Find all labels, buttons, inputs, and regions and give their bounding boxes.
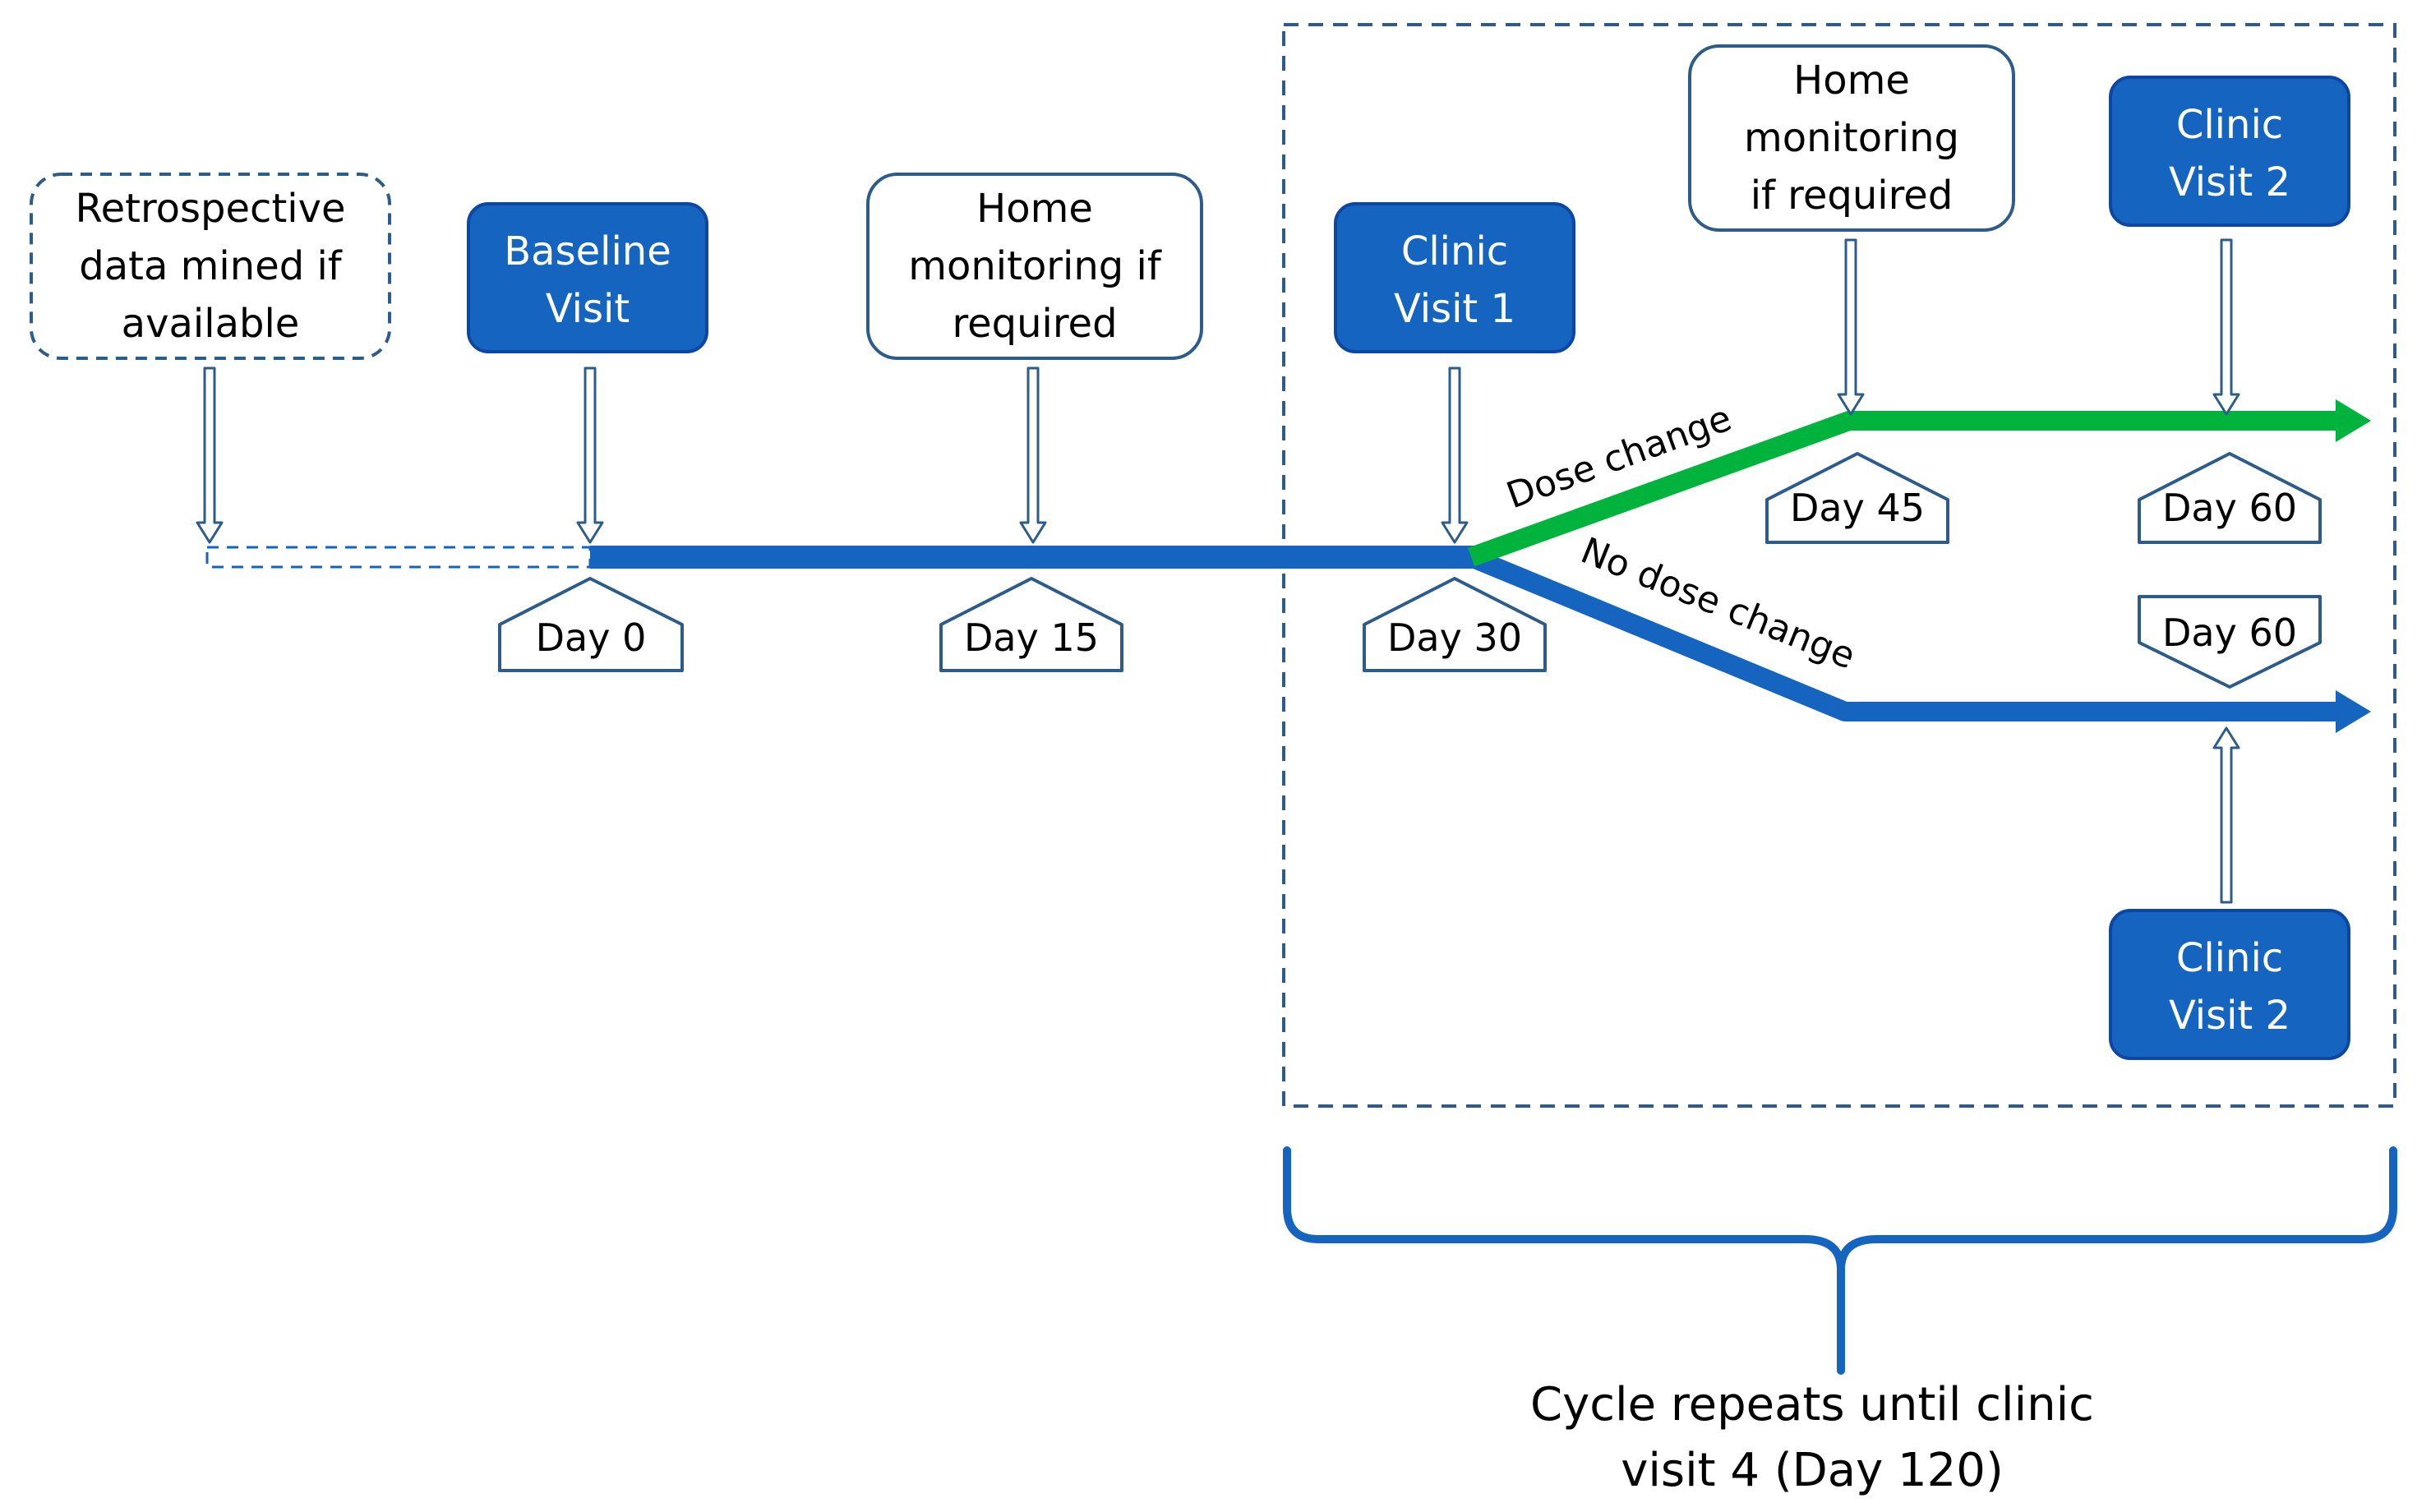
- day45-marker: [1765, 452, 1949, 544]
- home-monitoring-1-line-1: Home: [976, 186, 1093, 232]
- day30-label: Day 30: [1387, 615, 1522, 660]
- cycle-curly-brace: [1283, 1146, 2397, 1375]
- retrospective-line-2: data mined if: [79, 243, 342, 289]
- day60-upper-marker: [2138, 452, 2322, 544]
- cycle-caption-line-2: visit 4 (Day 120): [1621, 1444, 2004, 1497]
- home-monitoring-2-down-arrow: [1837, 238, 1865, 416]
- day15-label: Day 15: [964, 615, 1099, 660]
- day15-marker: [939, 577, 1123, 672]
- day45-label: Day 45: [1790, 486, 1925, 530]
- clinic-visit-2-lower-line-2: Visit 2: [2169, 993, 2290, 1039]
- baseline-visit-box: Baseline Visit: [467, 202, 708, 353]
- clinic-visit-2-lower-up-arrow: [2212, 726, 2240, 904]
- home-monitoring-1-down-arrow: [1019, 366, 1047, 544]
- day0-marker: [498, 577, 684, 672]
- home-monitoring-1-line-3: required: [952, 301, 1117, 347]
- home-monitoring-2-box: Home monitoring if required: [1688, 44, 2015, 232]
- baseline-line-1: Baseline: [504, 228, 671, 274]
- day0-label: Day 0: [536, 615, 647, 660]
- baseline-line-2: Visit: [546, 286, 630, 332]
- clinic-visit-1-box: Clinic Visit 1: [1334, 202, 1575, 353]
- cycle-region-dashed-box: [1282, 23, 2396, 1108]
- dose-change-branch: [1467, 411, 2338, 567]
- day30-marker: [1363, 577, 1547, 672]
- no-dose-change-branch: [1467, 547, 2338, 721]
- home-monitoring-1-line-2: monitoring if: [908, 243, 1162, 289]
- cycle-caption-line-1: Cycle repeats until clinic: [1530, 1378, 2094, 1431]
- no-dose-change-arrowhead: [2336, 690, 2371, 733]
- retrospective-down-arrow: [196, 366, 224, 544]
- clinic-visit-2-lower-box: Clinic Visit 2: [2109, 909, 2350, 1060]
- clinic-visit-2-upper-box: Clinic Visit 2: [2109, 76, 2350, 227]
- home-monitoring-2-line-2: monitoring: [1744, 115, 1959, 161]
- retrospective-dashed-segment: [205, 546, 592, 569]
- retrospective-line-1: Retrospective: [75, 186, 345, 232]
- dose-change-arrowhead: [2336, 399, 2371, 442]
- clinic-visit-1-down-arrow: [1441, 366, 1469, 544]
- baseline-down-arrow: [576, 366, 604, 544]
- clinic-visit-1-line-2: Visit 1: [1394, 286, 1515, 332]
- clinic-visit-2-lower-line-1: Clinic: [2176, 935, 2283, 981]
- home-monitoring-2-line-1: Home: [1793, 58, 1910, 104]
- day60-lower-marker: [2138, 595, 2322, 689]
- home-monitoring-1-box: Home monitoring if required: [866, 173, 1203, 360]
- clinic-visit-2-upper-line-2: Visit 2: [2169, 159, 2290, 205]
- retrospective-line-3: available: [122, 301, 300, 347]
- retrospective-box: Retrospective data mined if available: [30, 173, 391, 360]
- clinic-visit-2-upper-line-1: Clinic: [2176, 102, 2283, 148]
- clinic-visit-2-upper-down-arrow: [2212, 238, 2240, 416]
- day60-upper-label: Day 60: [2162, 486, 2297, 530]
- clinic-visit-1-line-1: Clinic: [1401, 228, 1508, 274]
- day60-lower-label: Day 60: [2162, 611, 2297, 655]
- home-monitoring-2-line-3: if required: [1751, 173, 1954, 219]
